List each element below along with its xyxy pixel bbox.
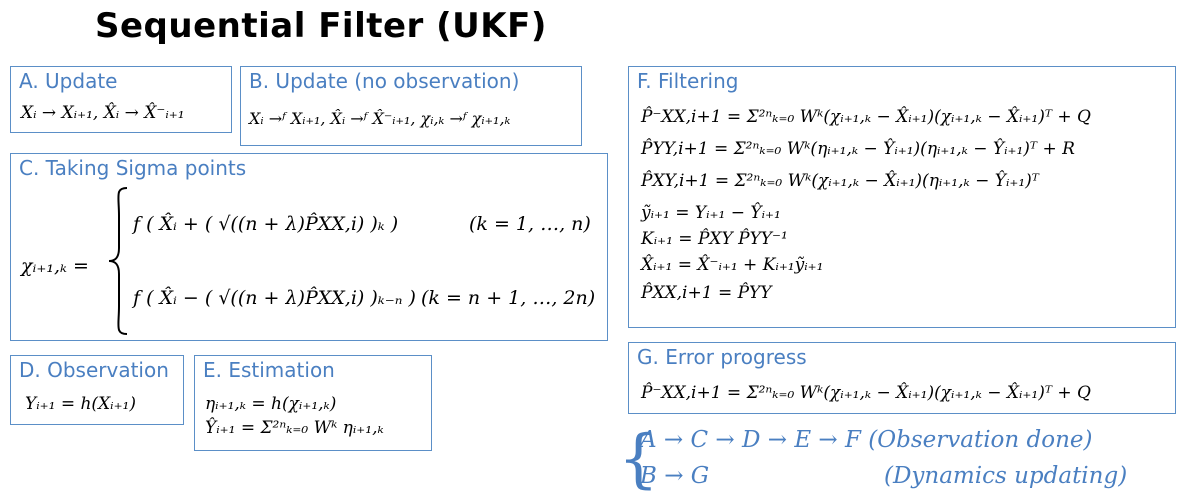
sigma-row-1: f ( X̂ᵢ + ( √((n + λ)P̂XX,i) )ₖ ) <box>133 213 399 235</box>
flow-brace: { <box>618 422 659 496</box>
filter-eq-4: ỹᵢ₊₁ = Yᵢ₊₁ − Ŷᵢ₊₁ <box>641 203 781 223</box>
filter-eq-6: X̂ᵢ₊₁ = X̂⁻ᵢ₊₁ + Kᵢ₊₁ỹᵢ₊₁ <box>641 255 824 275</box>
box-f-title: F. Filtering <box>637 69 739 93</box>
box-c-sigma-points: C. Taking Sigma points χᵢ₊₁,ₖ = f ( X̂ᵢ … <box>10 153 608 341</box>
box-b-equation: Xᵢ →ᶠ Xᵢ₊₁, X̂ᵢ →ᶠ X̂⁻ᵢ₊₁, χᵢ,ₖ →ᶠ χᵢ₊₁,… <box>249 109 511 128</box>
box-e-equation-2: Ŷᵢ₊₁ = Σ²ⁿₖ₌₀ Wᵏ ηᵢ₊₁,ₖ <box>205 418 384 438</box>
box-a-update: A. Update Xᵢ → Xᵢ₊₁, X̂ᵢ → X̂⁻ᵢ₊₁ <box>10 66 232 133</box>
box-b-title: B. Update (no observation) <box>249 69 520 93</box>
filter-eq-7: P̂XX,i+1 = P̂YY <box>641 283 772 303</box>
box-g-error-progress: G. Error progress P̂⁻XX,i+1 = Σ²ⁿₖ₌₀ Wᵏ(… <box>628 342 1176 414</box>
filter-eq-3: P̂XY,i+1 = Σ²ⁿₖ₌₀ Wᵏ(χᵢ₊₁,ₖ − X̂ᵢ₊₁)(ηᵢ₊… <box>641 171 1039 191</box>
flow-dynamics-label: (Dynamics updating) <box>884 463 1128 489</box>
sigma-brace <box>108 187 128 335</box>
box-b-update-no-observation: B. Update (no observation) Xᵢ →ᶠ Xᵢ₊₁, X… <box>240 66 582 146</box>
sigma-row-2-condition: (k = n + 1, …, 2n) <box>421 287 596 309</box>
filter-eq-2: P̂YY,i+1 = Σ²ⁿₖ₌₀ Wᵏ(ηᵢ₊₁,ₖ − Ŷᵢ₊₁)(ηᵢ₊₁… <box>641 139 1075 159</box>
box-c-title: C. Taking Sigma points <box>19 156 247 180</box>
box-a-title: A. Update <box>19 69 118 93</box>
box-a-equation: Xᵢ → Xᵢ₊₁, X̂ᵢ → X̂⁻ᵢ₊₁ <box>21 103 185 123</box>
filter-eq-5: Kᵢ₊₁ = P̂XY P̂YY⁻¹ <box>641 229 788 249</box>
flow-observation-path: A → C → D → E → F (Observation done) <box>640 427 1093 453</box>
box-d-equation: Yᵢ₊₁ = h(Xᵢ₊₁) <box>25 394 137 414</box>
box-d-observation: D. Observation Yᵢ₊₁ = h(Xᵢ₊₁) <box>10 355 184 425</box>
box-g-equation: P̂⁻XX,i+1 = Σ²ⁿₖ₌₀ Wᵏ(χᵢ₊₁,ₖ − X̂ᵢ₊₁)(χᵢ… <box>641 383 1091 403</box>
box-g-title: G. Error progress <box>637 345 807 369</box>
box-d-title: D. Observation <box>19 358 169 382</box>
filter-eq-1: P̂⁻XX,i+1 = Σ²ⁿₖ₌₀ Wᵏ(χᵢ₊₁,ₖ − X̂ᵢ₊₁)(χᵢ… <box>641 107 1091 127</box>
box-f-filtering: F. Filtering P̂⁻XX,i+1 = Σ²ⁿₖ₌₀ Wᵏ(χᵢ₊₁,… <box>628 66 1176 328</box>
box-e-title: E. Estimation <box>203 358 335 382</box>
sigma-lhs: χᵢ₊₁,ₖ = <box>21 255 89 277</box>
sigma-row-2: f ( X̂ᵢ − ( √((n + λ)P̂XX,i) )ₖ₋ₙ ) <box>133 287 416 309</box>
flow-dynamics-path: B → G <box>640 463 710 489</box>
page-title: Sequential Filter (UKF) <box>95 6 547 46</box>
sigma-row-1-condition: (k = 1, …, n) <box>469 213 591 235</box>
box-e-estimation: E. Estimation ηᵢ₊₁,ₖ = h(χᵢ₊₁,ₖ) Ŷᵢ₊₁ = … <box>194 355 432 451</box>
box-e-equation-1: ηᵢ₊₁,ₖ = h(χᵢ₊₁,ₖ) <box>205 394 337 414</box>
